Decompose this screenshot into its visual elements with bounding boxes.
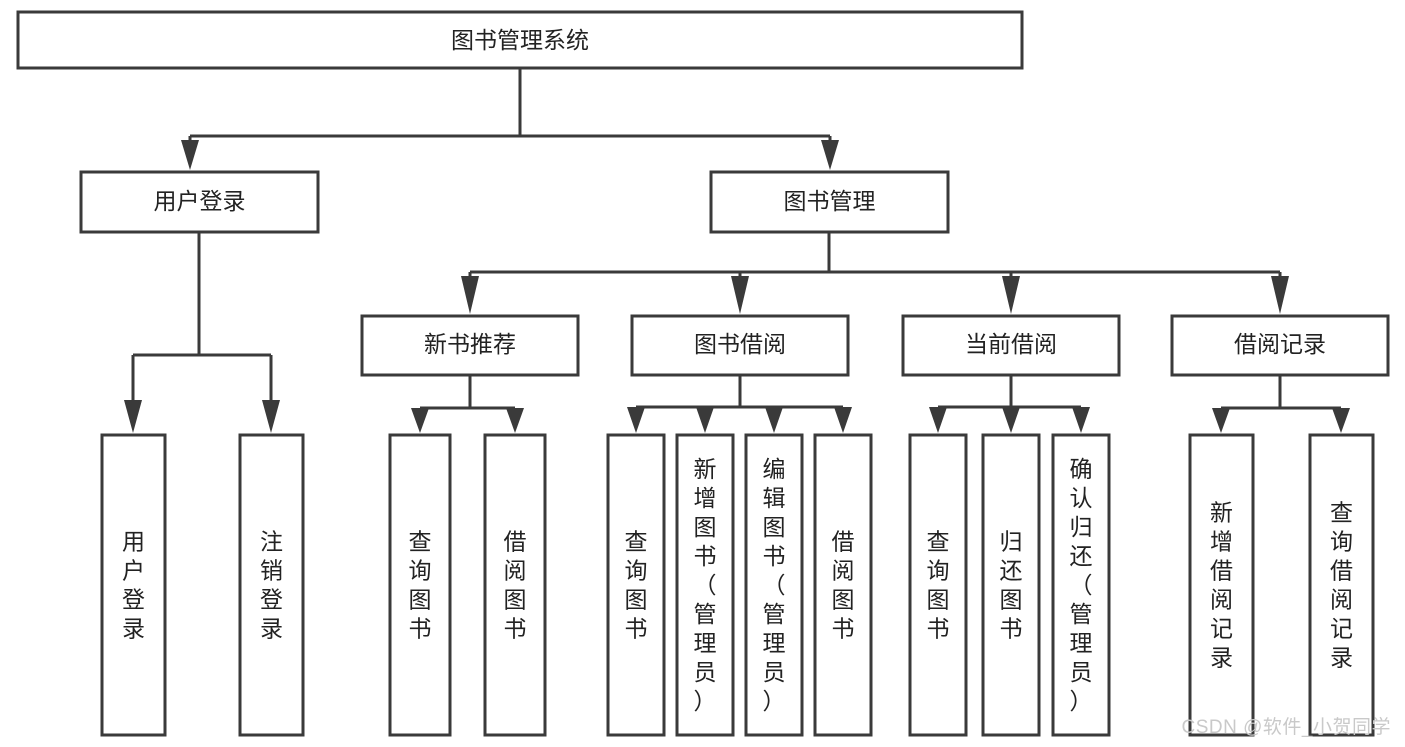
node-box	[100, 433, 167, 737]
connector-newbook-to-leaves	[411, 375, 524, 433]
node-label: 图书管理	[784, 188, 876, 214]
node-box	[813, 433, 873, 737]
arrow-head-icon	[1072, 407, 1090, 433]
arrow-head-icon	[821, 140, 839, 170]
node-label: 注销登录	[260, 529, 283, 642]
node-label: 查询图书	[409, 529, 432, 642]
node-label: 借阅图书	[504, 529, 527, 642]
node-box	[1170, 314, 1390, 377]
connector-borrowrecord-to-leaves	[1212, 375, 1350, 433]
node-label: 查询图书	[625, 529, 648, 642]
arrow-head-icon	[627, 407, 645, 433]
arrow-head-icon	[1271, 276, 1289, 314]
node-leaf-edit-book-admin[interactable]: 编辑图书（管理员）	[744, 433, 804, 737]
node-new-book-recommend[interactable]: 新书推荐	[360, 314, 580, 377]
node-box	[908, 433, 968, 737]
node-label: 当前借阅	[965, 331, 1057, 357]
node-box	[1188, 433, 1255, 737]
arrow-head-icon	[506, 408, 524, 433]
arrow-head-icon	[262, 400, 280, 433]
arrow-head-icon	[181, 140, 199, 170]
node-label: 查询借阅记录	[1330, 500, 1353, 671]
node-label: 用户登录	[122, 529, 145, 642]
csdn-watermark: CSDN @软件_小贺同学	[1181, 717, 1391, 738]
node-label: 新增图书（管理员）	[694, 456, 717, 714]
node-leaf-query-book-current[interactable]: 查询图书	[908, 433, 968, 737]
node-label: 图书借阅	[694, 331, 786, 357]
node-box	[744, 433, 804, 737]
node-leaf-borrow-book-newbook[interactable]: 借阅图书	[483, 433, 547, 737]
arrow-head-icon	[696, 407, 714, 433]
node-label: 查询图书	[927, 529, 950, 642]
node-leaf-borrow-book[interactable]: 借阅图书	[813, 433, 873, 737]
node-leaf-confirm-return-admin[interactable]: 确认归还（管理员）	[1051, 433, 1111, 737]
connector-root-to-level2	[181, 68, 839, 170]
node-box	[981, 433, 1041, 737]
node-user-login[interactable]: 用户登录	[79, 170, 320, 234]
arrow-head-icon	[1002, 276, 1020, 314]
node-label: 图书管理系统	[451, 27, 589, 53]
node-box	[630, 314, 850, 377]
arrow-head-icon	[1332, 408, 1350, 433]
node-label: 用户登录	[154, 188, 246, 214]
node-box	[606, 433, 666, 737]
node-box	[388, 433, 452, 737]
node-box	[1308, 433, 1375, 737]
connector-bookborrow-to-leaves	[627, 375, 852, 433]
arrow-head-icon	[461, 276, 479, 314]
node-leaf-return-book[interactable]: 归还图书	[981, 433, 1041, 737]
node-label: 借阅图书	[832, 529, 855, 642]
node-leaf-add-borrow-record[interactable]: 新增借阅记录	[1188, 433, 1255, 737]
node-box	[79, 170, 320, 234]
connector-bookmgmt-to-level3	[461, 232, 1289, 314]
node-box	[1051, 433, 1111, 737]
node-root-system[interactable]: 图书管理系统	[16, 10, 1024, 70]
node-current-borrow[interactable]: 当前借阅	[901, 314, 1121, 377]
node-label: 编辑图书（管理员）	[763, 456, 786, 714]
node-box	[709, 170, 950, 234]
node-leaf-user-login[interactable]: 用户登录	[100, 433, 167, 737]
node-leaf-logout[interactable]: 注销登录	[238, 433, 305, 737]
node-box	[483, 433, 547, 737]
node-box	[675, 433, 735, 737]
node-leaf-query-borrow-record[interactable]: 查询借阅记录	[1308, 433, 1375, 737]
node-label: 新增借阅记录	[1210, 500, 1233, 671]
arrow-head-icon	[124, 400, 142, 433]
arrow-head-icon	[834, 407, 852, 433]
node-label: 新书推荐	[424, 331, 516, 357]
node-leaf-add-book-admin[interactable]: 新增图书（管理员）	[675, 433, 735, 737]
arrow-head-icon	[929, 407, 947, 433]
connector-currentborrow-to-leaves	[929, 375, 1090, 433]
node-borrow-record[interactable]: 借阅记录	[1170, 314, 1390, 377]
arrow-head-icon	[731, 276, 749, 314]
arrow-head-icon	[1212, 408, 1230, 433]
node-label: 确认归还（管理员）	[1070, 456, 1093, 714]
arrow-head-icon	[765, 407, 783, 433]
node-label: 归还图书	[1000, 529, 1023, 642]
arrow-head-icon	[1002, 407, 1020, 433]
node-label: 借阅记录	[1234, 331, 1326, 357]
node-box	[238, 433, 305, 737]
node-box	[360, 314, 580, 377]
node-box	[901, 314, 1121, 377]
node-box	[16, 10, 1024, 70]
node-book-management[interactable]: 图书管理	[709, 170, 950, 234]
node-leaf-query-book-newbook[interactable]: 查询图书	[388, 433, 452, 737]
node-book-borrow[interactable]: 图书借阅	[630, 314, 850, 377]
node-leaf-query-book-borrow[interactable]: 查询图书	[606, 433, 666, 737]
arrow-head-icon	[411, 408, 429, 433]
connector-userlogin-to-leaves	[124, 232, 280, 433]
